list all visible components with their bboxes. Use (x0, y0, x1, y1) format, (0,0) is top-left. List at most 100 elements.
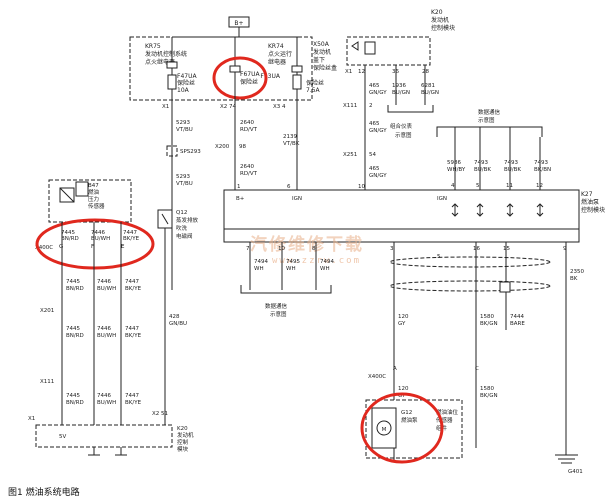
svg-text:SPS293: SPS293 (180, 149, 201, 155)
svg-text:IGN: IGN (292, 196, 302, 202)
svg-text:传感器: 传感器 (436, 416, 453, 424)
fuel-pump-icon (364, 41, 376, 55)
f67ua-fuse-top (229, 65, 241, 73)
svg-text:X1: X1 (162, 104, 169, 110)
svg-text:G12: G12 (401, 410, 412, 416)
f47ua-fuse (167, 74, 177, 90)
kr75-contact (166, 61, 178, 69)
svg-text:BARE: BARE (510, 321, 525, 327)
svg-text:BK/YE: BK/YE (125, 400, 142, 406)
x50a-id: X50A (313, 41, 330, 48)
svg-text:保险丝: 保险丝 (306, 79, 324, 87)
svg-text:Q12: Q12 (176, 210, 187, 216)
svg-text:7445: 7445 (66, 326, 80, 332)
pump-motor-icon (376, 420, 392, 436)
svg-text:12: 12 (358, 69, 365, 75)
svg-text:2: 2 (369, 103, 373, 109)
svg-text:5293: 5293 (176, 174, 190, 180)
svg-text:点火运行: 点火运行 (268, 50, 292, 58)
kr74-contact (291, 65, 303, 73)
svg-text:燃油: 燃油 (88, 188, 100, 196)
svg-text:4: 4 (451, 183, 455, 189)
b-plus-label: B+ (234, 20, 243, 27)
b47-fuel-pressure-sensor (48, 179, 132, 223)
svg-text:7445: 7445 (61, 230, 75, 236)
svg-text:BN/RD: BN/RD (66, 286, 84, 292)
svg-text:7446: 7446 (91, 230, 105, 236)
svg-text:示意图: 示意图 (395, 131, 412, 139)
svg-text:GN/GY: GN/GY (369, 173, 387, 179)
svg-text:1936: 1936 (392, 83, 406, 89)
svg-text:12: 12 (536, 183, 543, 189)
svg-text:120: 120 (398, 314, 409, 320)
svg-text:蒸发排放: 蒸发排放 (176, 216, 199, 224)
svg-text:BU/GN: BU/GN (421, 90, 439, 96)
svg-text:5293: 5293 (176, 120, 190, 126)
svg-text:X111: X111 (40, 379, 54, 385)
svg-text:X400C: X400C (35, 245, 53, 251)
svg-text:X251: X251 (343, 152, 357, 158)
svg-text:5986: 5986 (447, 160, 461, 166)
svg-text:E: E (121, 244, 125, 250)
svg-text:GY: GY (398, 393, 406, 399)
kr75-id: KR75 (145, 43, 161, 50)
svg-text:X400C: X400C (368, 374, 386, 380)
k20-bottom-module (35, 424, 173, 448)
svg-text:BK: BK (570, 276, 578, 282)
svg-text:7494: 7494 (320, 259, 334, 265)
svg-text:16: 16 (473, 246, 480, 252)
svg-text:K20: K20 (431, 9, 443, 16)
sps293-splice (166, 145, 178, 157)
svg-text:7493: 7493 (504, 160, 518, 166)
svg-text:2640: 2640 (240, 164, 254, 170)
svg-text:BU/BK: BU/BK (504, 167, 521, 173)
svg-text:7: 7 (246, 246, 250, 252)
svg-text:保险丝盒: 保险丝盒 (313, 64, 337, 72)
svg-text:BU/GN: BU/GN (392, 90, 410, 96)
svg-text:1580: 1580 (480, 386, 494, 392)
svg-text:发动机: 发动机 (431, 16, 449, 24)
svg-text:C: C (475, 366, 479, 372)
svg-text:数据通信: 数据通信 (265, 302, 288, 310)
svg-text:控制模块: 控制模块 (431, 24, 455, 32)
svg-text:燃油油位: 燃油油位 (436, 408, 459, 416)
svg-text:GN/BU: GN/BU (169, 321, 187, 327)
svg-text:6281: 6281 (421, 83, 435, 89)
svg-text:K27: K27 (581, 191, 593, 198)
svg-text:BN/RD: BN/RD (61, 236, 79, 242)
svg-text:发动机控制系统: 发动机控制系统 (145, 50, 187, 58)
svg-text:BU/WH: BU/WH (97, 286, 116, 292)
svg-text:传感器: 传感器 (88, 202, 105, 210)
svg-text:428: 428 (169, 314, 180, 320)
svg-text:F: F (91, 244, 94, 250)
svg-text:7447: 7447 (125, 393, 139, 399)
svg-text:6: 6 (287, 184, 291, 190)
svg-text:98: 98 (239, 144, 246, 150)
svg-text:7447: 7447 (125, 326, 139, 332)
svg-text:11: 11 (506, 183, 513, 189)
svg-text:X2 51: X2 51 (152, 411, 168, 417)
svg-text:BK/BN: BK/BN (534, 167, 551, 173)
svg-text:7445: 7445 (66, 279, 80, 285)
svg-text:7493: 7493 (534, 160, 548, 166)
svg-text:BK/GN: BK/GN (480, 393, 498, 399)
svg-text:BK/YE: BK/YE (125, 333, 142, 339)
svg-text:VT/BK: VT/BK (283, 141, 300, 147)
svg-text:7447: 7447 (125, 279, 139, 285)
svg-text:G401: G401 (568, 469, 583, 475)
svg-text:RD/VT: RD/VT (240, 171, 258, 177)
f13ua-fuse (292, 74, 302, 90)
svg-text:X2 74: X2 74 (220, 104, 237, 110)
svg-text:X200: X200 (215, 144, 230, 150)
svg-text:保险丝: 保险丝 (240, 78, 258, 86)
svg-text:盖下: 盖下 (313, 56, 325, 64)
svg-text:B+: B+ (236, 196, 245, 202)
svg-text:10: 10 (358, 184, 365, 190)
svg-text:X111: X111 (343, 103, 357, 109)
svg-text:15: 15 (503, 246, 510, 252)
watermark-main: 汽修维修下载 (250, 234, 364, 255)
svg-text:5: 5 (476, 183, 480, 189)
svg-text:GY: GY (398, 321, 406, 327)
svg-text:F47UA: F47UA (177, 73, 197, 80)
